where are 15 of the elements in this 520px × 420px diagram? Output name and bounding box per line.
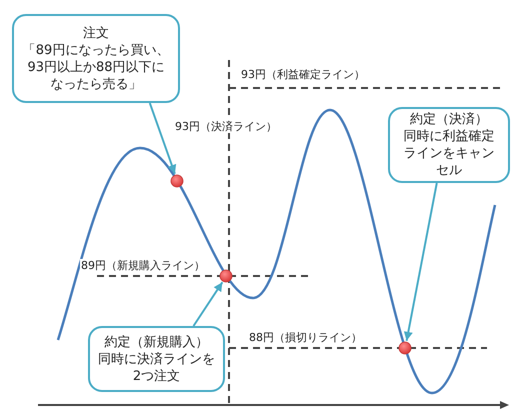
arrow: [148, 102, 176, 174]
callout-heading: 約定（決済）: [410, 111, 488, 128]
callout-heading: 約定（新規購入）: [104, 334, 208, 350]
callout-box: [12, 14, 180, 103]
marker-dot: [170, 174, 184, 188]
callout-text: 同時に利益確定ラインをキャンセル: [402, 128, 496, 179]
callout-box: [88, 326, 225, 392]
arrow: [404, 182, 438, 341]
arrow: [192, 282, 224, 327]
callout-box: [388, 107, 510, 183]
callout-text: 「89円になったら買い、93円以上か88円以下になったら売る」: [22, 42, 170, 92]
marker-dot: [398, 341, 412, 356]
callout-text: 同時に決済ラインを2つ注文: [98, 350, 215, 384]
marker-dot: [219, 268, 234, 283]
callout-heading: 注文: [83, 24, 109, 42]
